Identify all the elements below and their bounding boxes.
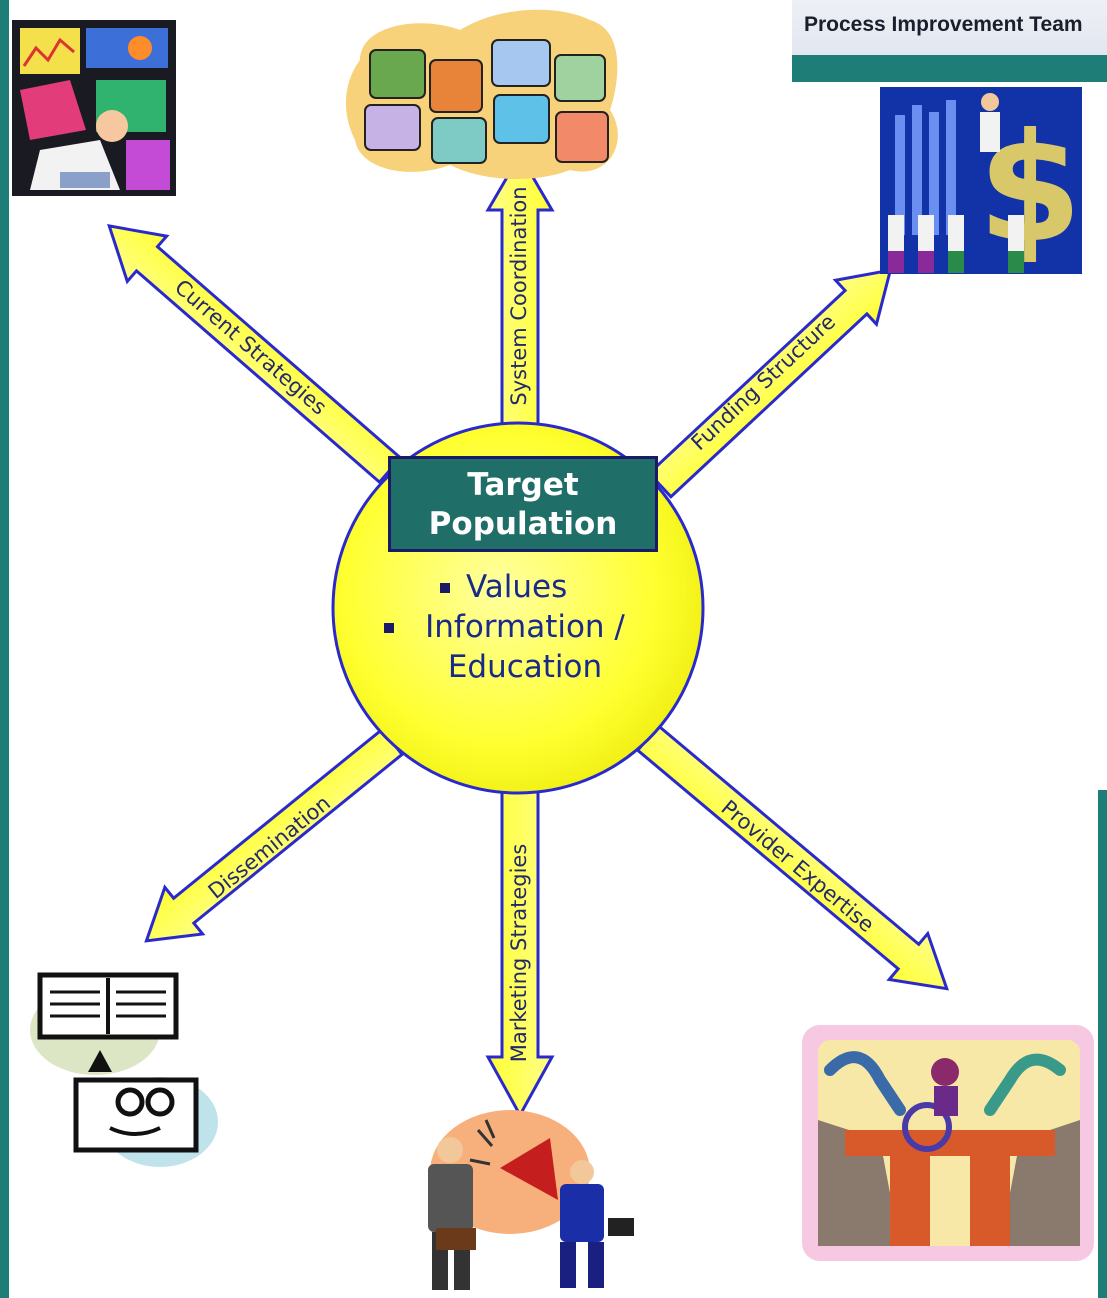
header-banner: Process Improvement Team bbox=[792, 0, 1107, 82]
puzzle-clipart-icon bbox=[345, 9, 618, 180]
label-funding-structure: Funding Structure bbox=[686, 309, 840, 455]
center-title: Target Population bbox=[428, 467, 618, 542]
bullet-square-icon bbox=[440, 583, 450, 593]
header-title: Process Improvement Team bbox=[804, 13, 1083, 36]
label-marketing-strategies: Marketing Strategies bbox=[507, 844, 531, 1063]
label-current-strategies: Current Strategies bbox=[170, 275, 331, 420]
bullet-text: Values bbox=[466, 569, 568, 605]
center-bullets: Values Information / Education bbox=[380, 567, 670, 687]
bullet-item: Information / Education bbox=[384, 607, 670, 687]
arrow-funding-structure bbox=[646, 268, 893, 499]
megaphone-clipart-icon bbox=[428, 1110, 634, 1290]
arrow-marketing-strategies bbox=[485, 768, 555, 1119]
arrow-provider-expertise bbox=[635, 723, 949, 991]
center-title-box: Target Population bbox=[388, 456, 658, 552]
book-reader-clipart-icon bbox=[30, 972, 218, 1167]
bullet-item: Values bbox=[440, 567, 670, 607]
label-provider-expertise: Provider Expertise bbox=[717, 795, 879, 937]
label-system-coordination: System Coordination bbox=[507, 186, 531, 405]
bullet-text: Information / Education bbox=[425, 609, 625, 685]
collaboration-clipart-icon bbox=[802, 1025, 1094, 1261]
arrow-current-strategies bbox=[107, 224, 403, 485]
label-dissemination: Dissemination bbox=[204, 791, 335, 904]
bullet-square-icon bbox=[384, 623, 394, 633]
collage-clipart-icon bbox=[12, 20, 176, 196]
left-accent-bar bbox=[0, 0, 9, 1298]
arrow-system-coordination bbox=[485, 152, 555, 442]
finance-team-clipart-icon: $ bbox=[880, 87, 1082, 276]
arrow-dissemination bbox=[144, 727, 405, 943]
right-accent-bar bbox=[1098, 790, 1107, 1298]
